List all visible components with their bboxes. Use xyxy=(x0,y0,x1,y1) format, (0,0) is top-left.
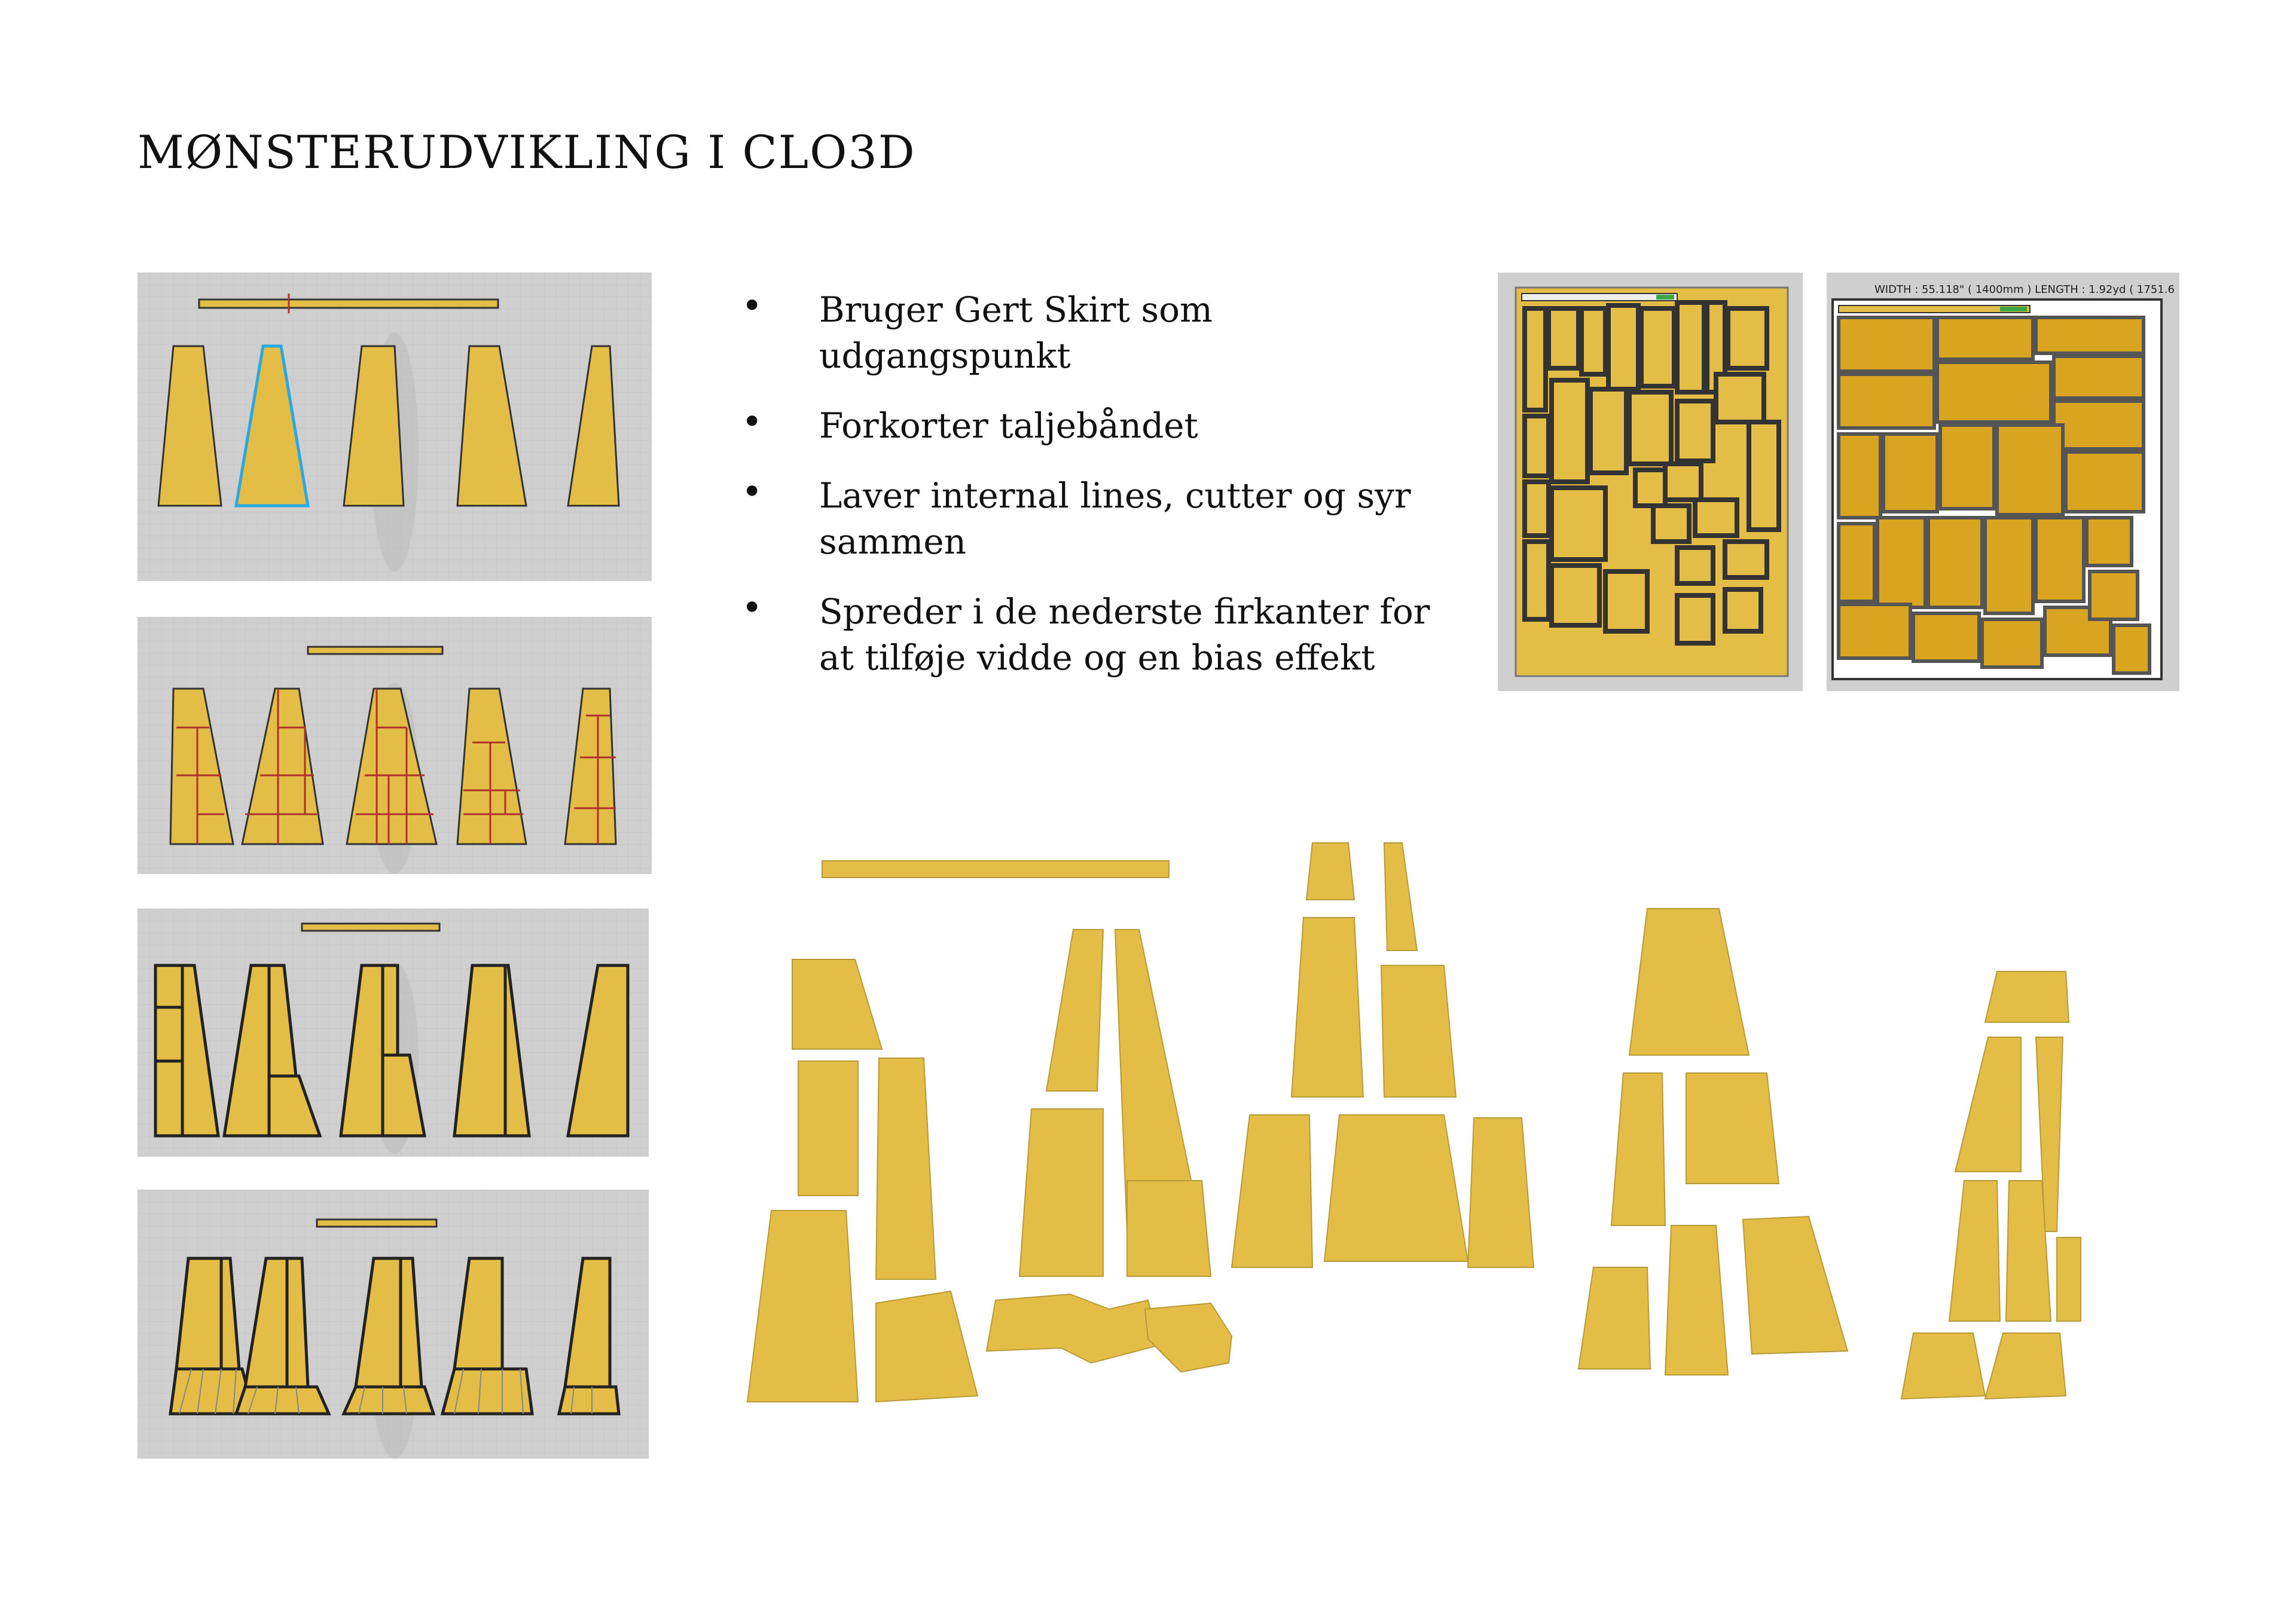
bullet-text: Bruger Gert Skirt som udgangspunkt xyxy=(819,289,1213,376)
pattern-step-4-drawing xyxy=(138,1190,649,1459)
pattern-step-3-panel xyxy=(138,909,649,1157)
bullet-icon: • xyxy=(741,285,763,327)
pattern-step-1-panel xyxy=(138,273,652,581)
bullet-text: Forkorter taljebåndet xyxy=(819,405,1198,446)
marker-layout-2-header: WIDTH : 55.118" ( 1400mm ) LENGTH : 1.92… xyxy=(1874,283,2175,296)
bullet-text: Spreder i de nederste firkanter for at t… xyxy=(819,591,1430,678)
marker-layout-2: WIDTH : 55.118" ( 1400mm ) LENGTH : 1.92… xyxy=(1827,273,2179,691)
bullet-item: • Laver internal lines, cutter og syr sam… xyxy=(741,471,1459,565)
page-title: MØNSTERUDVIKLING I CLO3D xyxy=(138,126,916,179)
pattern-step-3-drawing xyxy=(138,909,649,1157)
pattern-step-2-drawing xyxy=(138,617,652,874)
marker-layout-2-drawing xyxy=(1831,298,2163,680)
bullet-item: • Bruger Gert Skirt som udgangspunkt xyxy=(741,285,1459,379)
bullet-item: • Forkorter taljebåndet xyxy=(741,401,1459,449)
bullet-icon: • xyxy=(741,401,763,443)
flat-pattern-pieces xyxy=(746,842,2081,1403)
pattern-step-1-drawing xyxy=(138,273,652,581)
bullet-list: • Bruger Gert Skirt som udgangspunkt • For… xyxy=(741,285,1459,705)
marker-layout-1 xyxy=(1498,273,1803,691)
bullet-icon: • xyxy=(741,471,763,513)
pattern-step-2-panel xyxy=(138,617,652,874)
bullet-icon: • xyxy=(741,587,763,629)
bullet-text: Laver internal lines, cutter og syr samm… xyxy=(819,475,1411,562)
bullet-item: • Spreder i de nederste firkanter for at … xyxy=(741,587,1459,681)
pattern-step-4-panel xyxy=(138,1190,649,1459)
marker-layout-1-drawing xyxy=(1515,286,1789,677)
